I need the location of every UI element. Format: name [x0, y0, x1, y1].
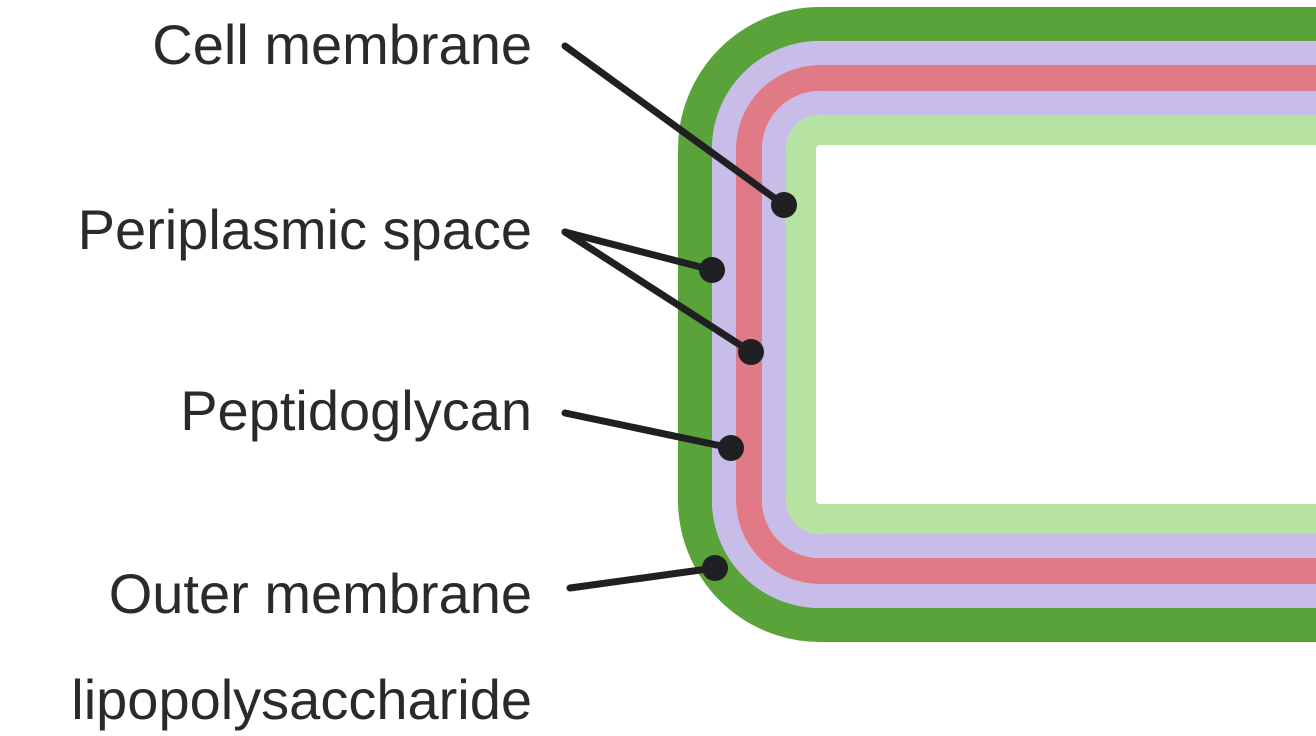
- cell-membrane-layer: [801, 130, 1316, 519]
- periplasmic-space-label: Periplasmic space: [78, 198, 532, 261]
- peptidoglycan-dot: [718, 435, 744, 461]
- periplasmic-space-dot-outer: [699, 257, 725, 283]
- peptidoglycan-layer: [749, 78, 1316, 571]
- peptidoglycan-label: Peptidoglycan: [180, 379, 532, 442]
- outer-membrane-label-line1: Outer membrane: [109, 562, 532, 625]
- outer-membrane-label-line2: lipopolysaccharide: [71, 668, 532, 731]
- cell-membrane-dot: [771, 192, 797, 218]
- cell-envelope: [695, 24, 1316, 625]
- labels: Cell membrane Periplasmic space Peptidog…: [71, 13, 532, 731]
- periplasmic-layer-inner: [774, 103, 1316, 546]
- periplasmic-space-dot-inner: [738, 339, 764, 365]
- cell-membrane-label: Cell membrane: [152, 13, 532, 76]
- outer-membrane-dot: [702, 555, 728, 581]
- outer-membrane-leader: [570, 568, 715, 588]
